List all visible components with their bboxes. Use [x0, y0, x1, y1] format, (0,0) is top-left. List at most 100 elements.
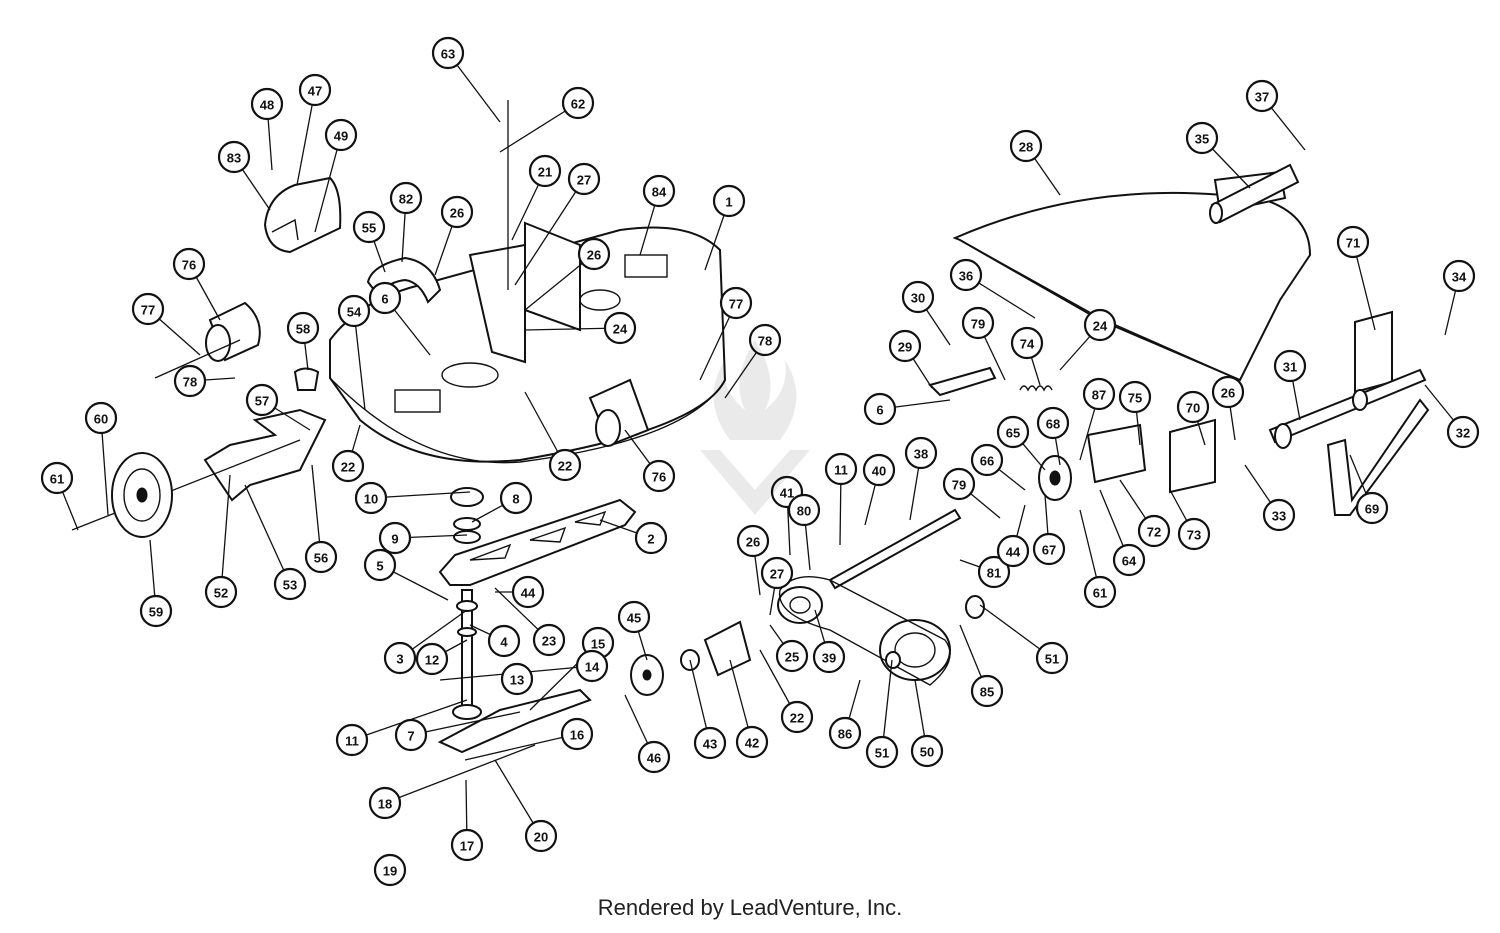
callout-circle	[324, 118, 358, 152]
callout-circle	[828, 716, 862, 750]
callout-24: 24	[1083, 308, 1117, 342]
callout-78: 78	[173, 364, 207, 398]
callout-label: 31	[1283, 360, 1297, 375]
callout-circle	[575, 649, 609, 683]
callout-label: 25	[785, 650, 799, 665]
callout-32: 32	[1446, 415, 1480, 449]
callout-label: 59	[149, 605, 163, 620]
callout-label: 10	[364, 492, 378, 507]
callout-circle	[500, 662, 534, 696]
callout-20: 20	[524, 819, 558, 853]
leader-line	[100, 417, 109, 516]
callout-81: 81	[977, 555, 1011, 589]
callout-60: 60	[84, 401, 118, 435]
callout-circle	[217, 140, 251, 174]
callout-circle	[961, 306, 995, 340]
jackshaft	[828, 508, 962, 590]
callout-circle	[693, 726, 727, 760]
leader-lines	[56, 52, 1464, 846]
callout-12: 12	[415, 642, 449, 676]
callout-label: 26	[1221, 386, 1235, 401]
callout-circle	[760, 556, 794, 590]
tension-spring	[1019, 385, 1053, 392]
callout-circle	[910, 734, 944, 768]
callout-label: 78	[183, 375, 197, 390]
callout-label: 55	[362, 221, 376, 236]
callout-circle	[84, 401, 118, 435]
callout-56: 56	[304, 540, 338, 574]
callout-label: 78	[758, 334, 772, 349]
callout-circle	[904, 436, 938, 470]
callout-42: 42	[735, 725, 769, 759]
deck-bracket	[468, 100, 581, 364]
leader-line	[410, 711, 521, 736]
callout-86: 86	[828, 716, 862, 750]
callout-circle	[1010, 326, 1044, 360]
callout-44: 44	[511, 575, 545, 609]
callout-label: 80	[797, 504, 811, 519]
leader-line	[384, 744, 536, 804]
callout-33: 33	[1262, 498, 1296, 532]
callout-43: 43	[693, 726, 727, 760]
callout-84: 84	[642, 174, 676, 208]
left-roller	[154, 301, 261, 379]
callout-circle	[567, 162, 601, 196]
callout-52: 52	[204, 575, 238, 609]
callout-circle	[1273, 349, 1307, 383]
callout-circle	[286, 311, 320, 345]
callout-55: 55	[352, 210, 386, 244]
height-knob	[293, 367, 320, 391]
callout-circle	[131, 292, 165, 326]
callout-circle	[331, 449, 365, 483]
callout-22: 22	[331, 449, 365, 483]
callout-label: 16	[570, 728, 584, 743]
spindle-plate	[438, 498, 637, 586]
callout-76: 76	[642, 459, 676, 493]
callout-circle	[1245, 79, 1279, 113]
callout-label: 85	[980, 685, 994, 700]
callout-label: 9	[391, 532, 398, 547]
callout-circle	[970, 443, 1004, 477]
callout-label: 19	[383, 864, 397, 879]
callout-70: 70	[1176, 390, 1210, 424]
callout-label: 18	[378, 797, 392, 812]
callout-label: 60	[94, 412, 108, 427]
callout-50: 50	[910, 734, 944, 768]
callout-label: 22	[341, 460, 355, 475]
callout-label: 61	[50, 472, 64, 487]
callout-31: 31	[1273, 349, 1307, 383]
callout-label: 32	[1456, 426, 1470, 441]
callout-circle	[970, 674, 1004, 708]
leader-line	[296, 89, 316, 186]
mount-plate-70	[1169, 418, 1216, 494]
callout-circle	[1009, 129, 1043, 163]
callout-57: 57	[245, 383, 279, 417]
callout-label: 13	[510, 673, 524, 688]
leader-line	[514, 178, 585, 286]
callout-label: 82	[399, 192, 413, 207]
callout-circle	[383, 641, 417, 675]
callout-85: 85	[970, 674, 1004, 708]
callout-circle	[298, 73, 332, 107]
callout-label: 35	[1195, 132, 1209, 147]
lift-lever	[1326, 398, 1430, 516]
callout-circle	[1118, 380, 1152, 414]
callout-circle	[1211, 375, 1245, 409]
callout-circle	[1036, 406, 1070, 440]
callout-label: 27	[770, 567, 784, 582]
callout-72: 72	[1137, 514, 1171, 548]
callout-40: 40	[862, 453, 896, 487]
callout-circle	[712, 184, 746, 218]
callout-49: 49	[324, 118, 358, 152]
callout-8: 8	[499, 481, 533, 515]
callout-circle	[1032, 532, 1066, 566]
leadventure-logo	[700, 340, 810, 515]
callout-circle	[394, 718, 428, 752]
callout-circle	[996, 534, 1030, 568]
callout-10: 10	[354, 481, 388, 515]
callout-circle	[368, 786, 402, 820]
callout-45: 45	[617, 600, 651, 634]
callout-circle	[949, 258, 983, 292]
callout-21: 21	[528, 154, 562, 188]
